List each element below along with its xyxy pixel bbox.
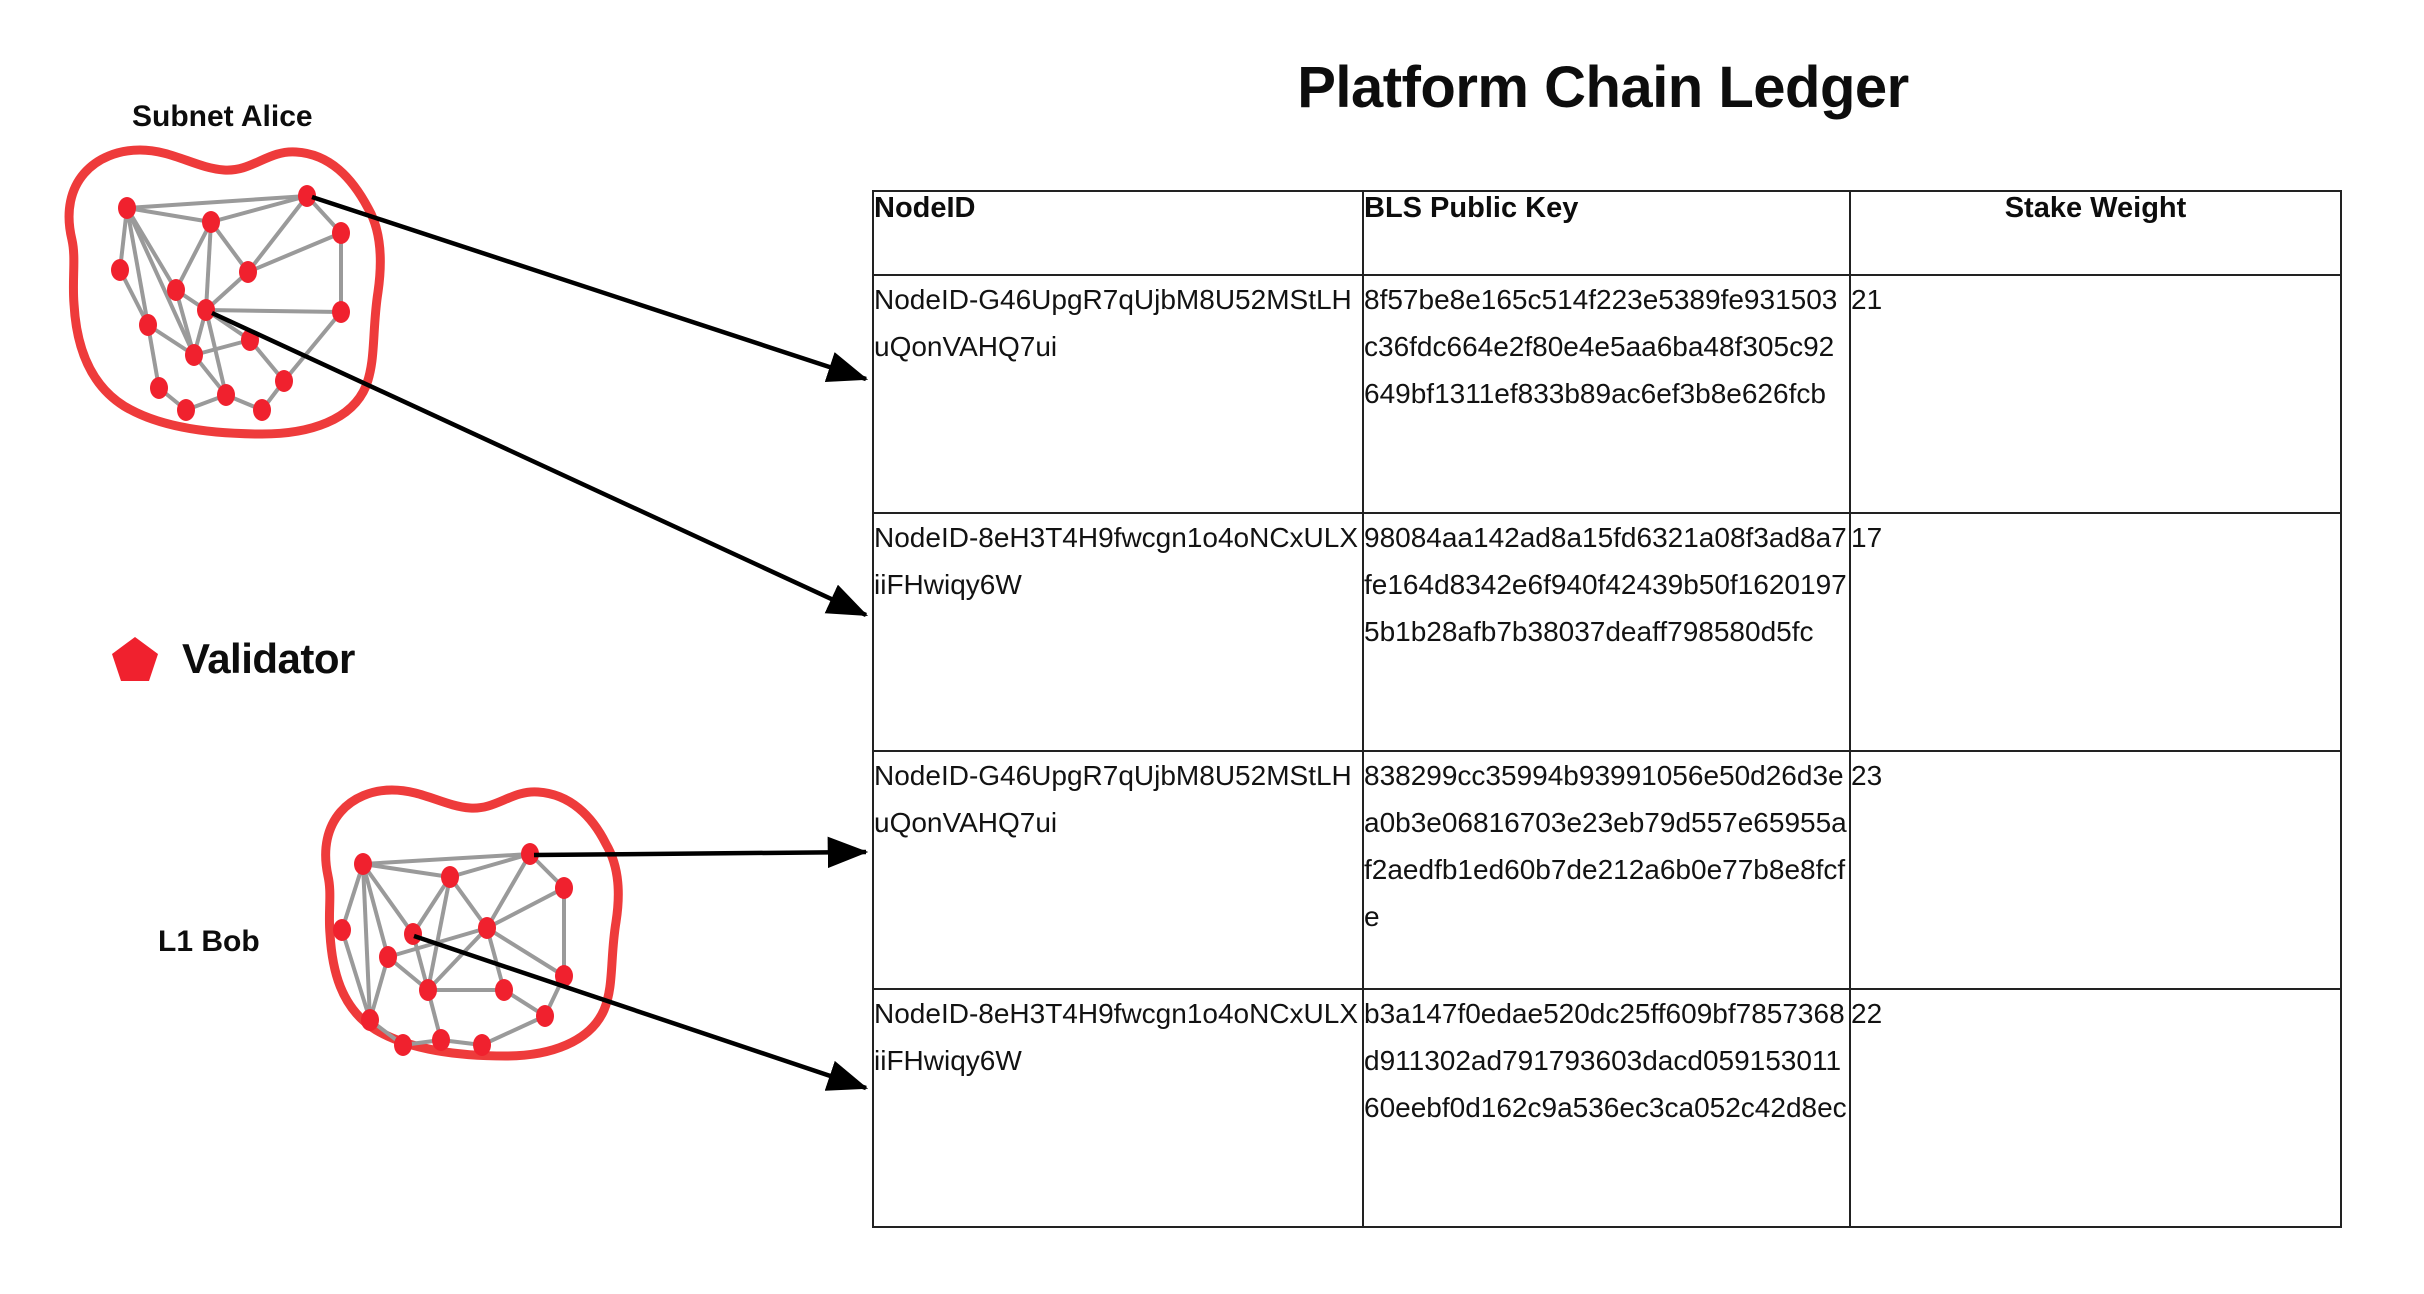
- pentagon-icon: [112, 637, 158, 681]
- cluster-label-subnet-alice: Subnet Alice: [132, 100, 313, 133]
- network-diagram: Subnet Alice L1 Bob: [0, 0, 872, 1294]
- cell-bls-public-key: 8f57be8e165c514f223e5389fe931503c36fdc66…: [1362, 274, 1851, 514]
- table-header-row: NodeID BLS Public Key Stake Weight: [872, 190, 2342, 276]
- cell-bls-public-key: 838299cc35994b93991056e50d26d3ea0b3e0681…: [1362, 750, 1851, 990]
- cell-nodeid: NodeID-8eH3T4H9fwcgn1o4oNCxULXiiFHwiqy6W: [872, 512, 1364, 752]
- cell-stake-weight: 23: [1849, 750, 2342, 990]
- subnet-alice-nodes: [111, 185, 350, 421]
- cell-nodeid: NodeID-G46UpgR7qUjbM8U52MStLHuQonVAHQ7ui: [872, 274, 1364, 514]
- column-header-stake-weight: Stake Weight: [1849, 190, 2342, 276]
- legend-label: Validator: [182, 635, 355, 682]
- table-row: NodeID-8eH3T4H9fwcgn1o4oNCxULXiiFHwiqy6W…: [872, 512, 2342, 752]
- page-title: Platform Chain Ledger: [1297, 55, 1909, 120]
- column-header-nodeid: NodeID: [872, 190, 1364, 276]
- legend: Validator: [110, 635, 355, 683]
- platform-chain-ledger-table: NodeID BLS Public Key Stake Weight NodeI…: [872, 190, 2342, 1228]
- table-row: NodeID-G46UpgR7qUjbM8U52MStLHuQonVAHQ7ui…: [872, 274, 2342, 514]
- cell-stake-weight: 17: [1849, 512, 2342, 752]
- cell-bls-public-key: b3a147f0edae520dc25ff609bf7857368d911302…: [1362, 988, 1851, 1228]
- cell-stake-weight: 21: [1849, 274, 2342, 514]
- cell-stake-weight: 22: [1849, 988, 2342, 1228]
- subnet-alice-edges: [118, 194, 343, 412]
- table-row: NodeID-8eH3T4H9fwcgn1o4oNCxULXiiFHwiqy6W…: [872, 988, 2342, 1228]
- cluster-label-l1-bob: L1 Bob: [158, 925, 260, 958]
- column-header-bls-public-key: BLS Public Key: [1362, 190, 1851, 276]
- cell-nodeid: NodeID-8eH3T4H9fwcgn1o4oNCxULXiiFHwiqy6W: [872, 988, 1364, 1228]
- cell-bls-public-key: 98084aa142ad8a15fd6321a08f3ad8a7fe164d83…: [1362, 512, 1851, 752]
- cell-nodeid: NodeID-G46UpgR7qUjbM8U52MStLHuQonVAHQ7ui: [872, 750, 1364, 990]
- table-row: NodeID-G46UpgR7qUjbM8U52MStLHuQonVAHQ7ui…: [872, 750, 2342, 990]
